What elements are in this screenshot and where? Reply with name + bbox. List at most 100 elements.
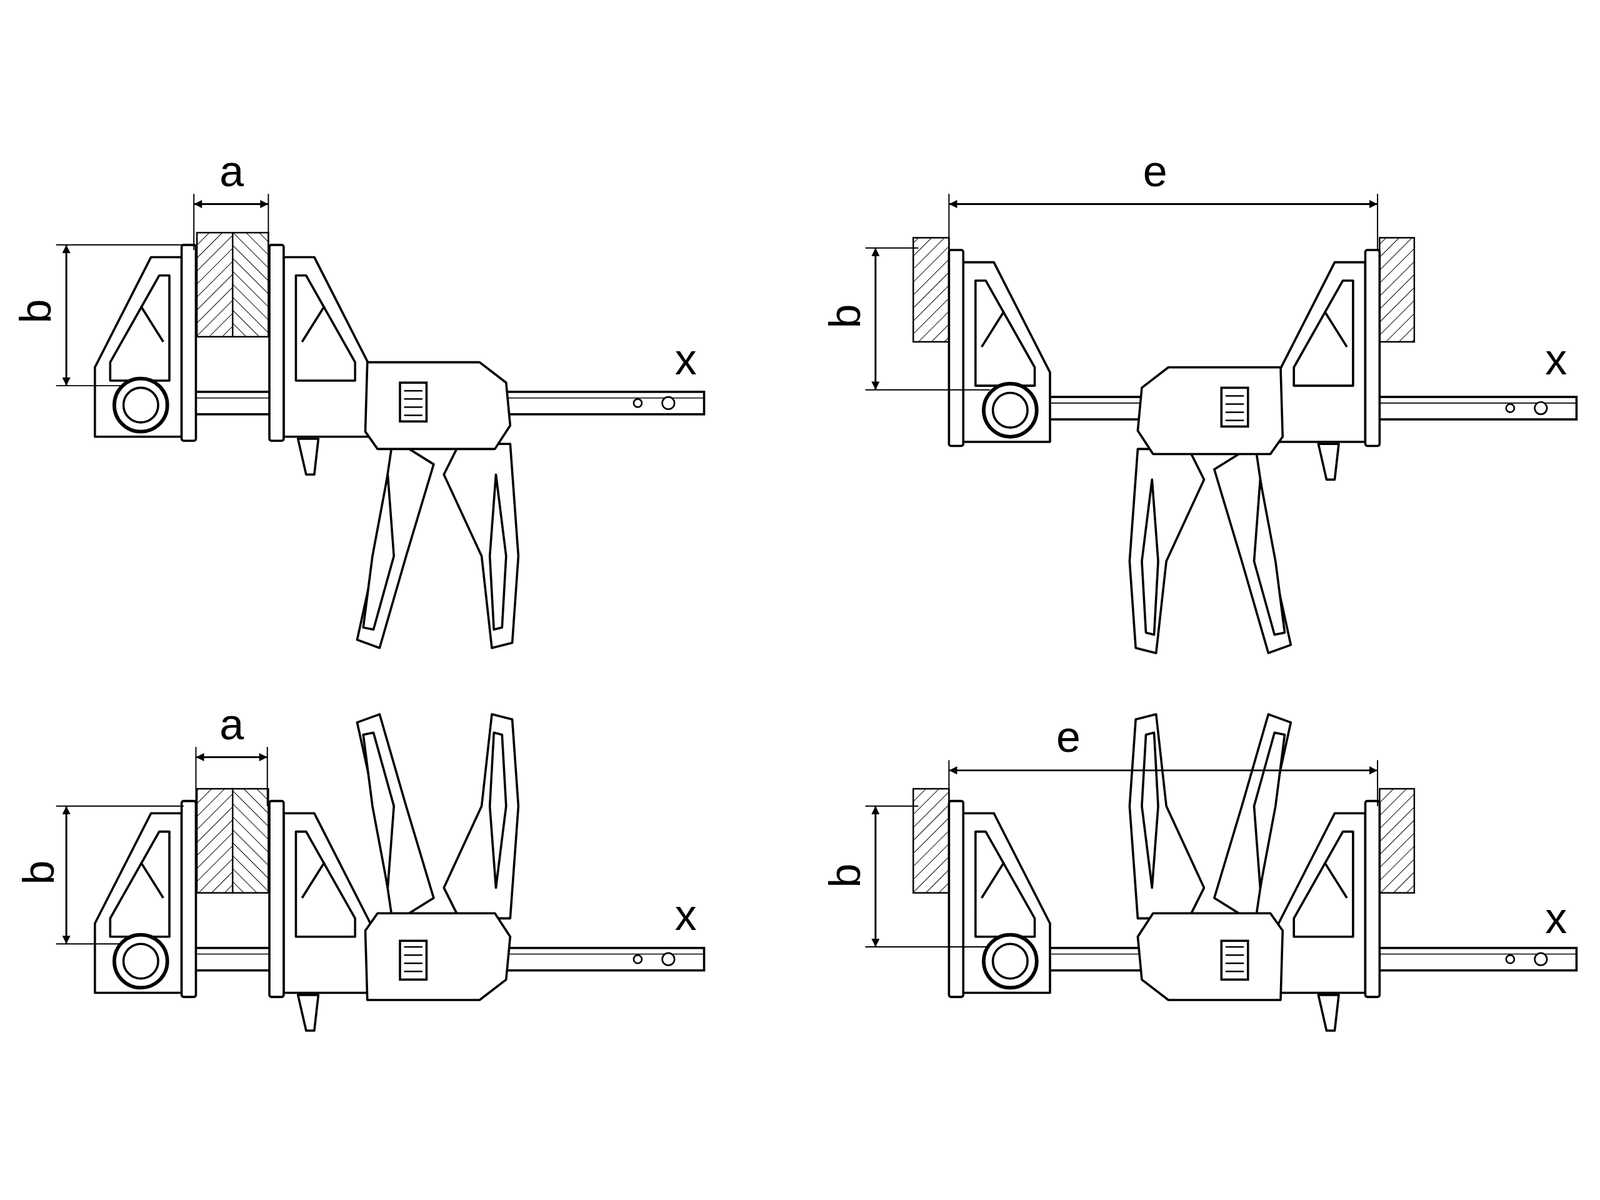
bar-hole <box>633 398 642 407</box>
trigger-grip <box>443 443 519 649</box>
lock-ring <box>983 935 1037 989</box>
fixed-grip <box>356 714 434 924</box>
workpiece <box>232 232 269 337</box>
jaw-rib <box>1293 831 1354 937</box>
bar-hole <box>1535 953 1548 966</box>
workpiece <box>1379 788 1415 894</box>
workpiece <box>913 788 949 894</box>
window-mark <box>404 954 423 956</box>
window-mark <box>404 398 423 400</box>
fixed-grip <box>1214 443 1291 654</box>
jaw-detail <box>301 862 325 899</box>
dimension-label: b <box>823 863 867 888</box>
trigger-inlay <box>1141 479 1159 635</box>
dimension-label: x <box>675 337 697 382</box>
window-mark <box>1225 419 1244 421</box>
lock-ring <box>114 378 168 432</box>
handle <box>1129 367 1291 654</box>
handle <box>1129 714 1291 1000</box>
jaw-rib <box>1293 280 1354 386</box>
dimension-line <box>948 203 1378 205</box>
bar-hole <box>1535 401 1548 415</box>
jaw-body <box>95 813 182 993</box>
dimension-line <box>193 203 269 205</box>
jaw-detail <box>140 862 164 899</box>
dimension-line <box>874 806 877 947</box>
workpiece <box>1379 237 1415 342</box>
trigger-grip <box>1129 714 1204 919</box>
trigger-grip <box>443 714 519 919</box>
handle <box>356 362 519 649</box>
bar-hole <box>633 955 642 964</box>
jaw-pad <box>1365 250 1380 446</box>
jaw-body <box>95 256 182 437</box>
workpiece <box>913 237 949 342</box>
housing-window <box>400 940 427 980</box>
window-mark <box>404 414 423 416</box>
grip-inlay <box>363 732 394 888</box>
dimension-line <box>948 769 1378 772</box>
handle-housing <box>1137 913 1283 1000</box>
trigger-inlay <box>490 474 507 630</box>
dimension-line <box>195 756 267 759</box>
dimension-label: x <box>1545 337 1567 382</box>
bar-hole <box>1506 955 1515 964</box>
dimension-label: b <box>16 860 61 885</box>
bar-clamp <box>95 714 705 1031</box>
trigger-inlay <box>1141 732 1159 888</box>
window-mark <box>1225 946 1244 948</box>
jaw-detail <box>981 311 1005 347</box>
window-mark <box>404 390 423 392</box>
jaw-body <box>283 256 371 437</box>
jaw-rib <box>975 831 1035 937</box>
dimension-label: b <box>13 298 58 324</box>
lock-ring-inner <box>123 387 159 423</box>
workpiece <box>196 788 233 894</box>
dimension-label: e <box>1056 715 1081 759</box>
window-mark <box>404 970 423 972</box>
fixed-grip <box>1214 714 1291 924</box>
window-mark <box>1225 411 1244 413</box>
jaw-rib <box>295 275 355 381</box>
release-lever <box>298 438 319 475</box>
dimension-label: a <box>219 149 244 194</box>
jaw-pad <box>1365 801 1380 997</box>
window-mark <box>404 946 423 948</box>
window-mark <box>1225 395 1244 397</box>
jaw-rib <box>110 831 170 937</box>
bar-clamp <box>948 250 1577 654</box>
bar-hole <box>662 953 675 966</box>
jaw-detail <box>140 306 164 342</box>
bar-clamp <box>95 245 705 649</box>
dimension-label: a <box>219 702 244 747</box>
housing-window <box>1221 940 1248 980</box>
jaw-body <box>1278 262 1366 442</box>
jaw-pad <box>948 801 964 997</box>
dimension-label: b <box>823 304 867 329</box>
jaw-body <box>1278 813 1366 993</box>
dimension-line <box>65 245 68 386</box>
lock-ring-inner <box>123 943 159 979</box>
jaw-detail <box>301 306 325 342</box>
dimension-label: e <box>1143 149 1168 194</box>
bar-hole <box>1506 404 1515 413</box>
window-mark <box>404 406 423 408</box>
handle-housing <box>365 362 510 450</box>
window-mark <box>404 962 423 964</box>
trigger-grip <box>1129 448 1204 654</box>
window-mark <box>1225 403 1244 405</box>
window-mark <box>1225 962 1244 964</box>
jaw-pad <box>948 250 964 446</box>
release-lever <box>298 995 319 1031</box>
jaw-pad <box>269 801 284 997</box>
trigger-inlay <box>490 732 507 888</box>
lock-ring <box>114 935 168 989</box>
jaw-detail <box>1324 862 1347 899</box>
window-mark <box>1225 954 1244 956</box>
handle-housing <box>1137 367 1283 455</box>
housing-window <box>400 382 427 422</box>
dimension-line <box>874 248 877 390</box>
jaw-rib <box>110 275 170 381</box>
housing-window <box>1221 387 1248 427</box>
